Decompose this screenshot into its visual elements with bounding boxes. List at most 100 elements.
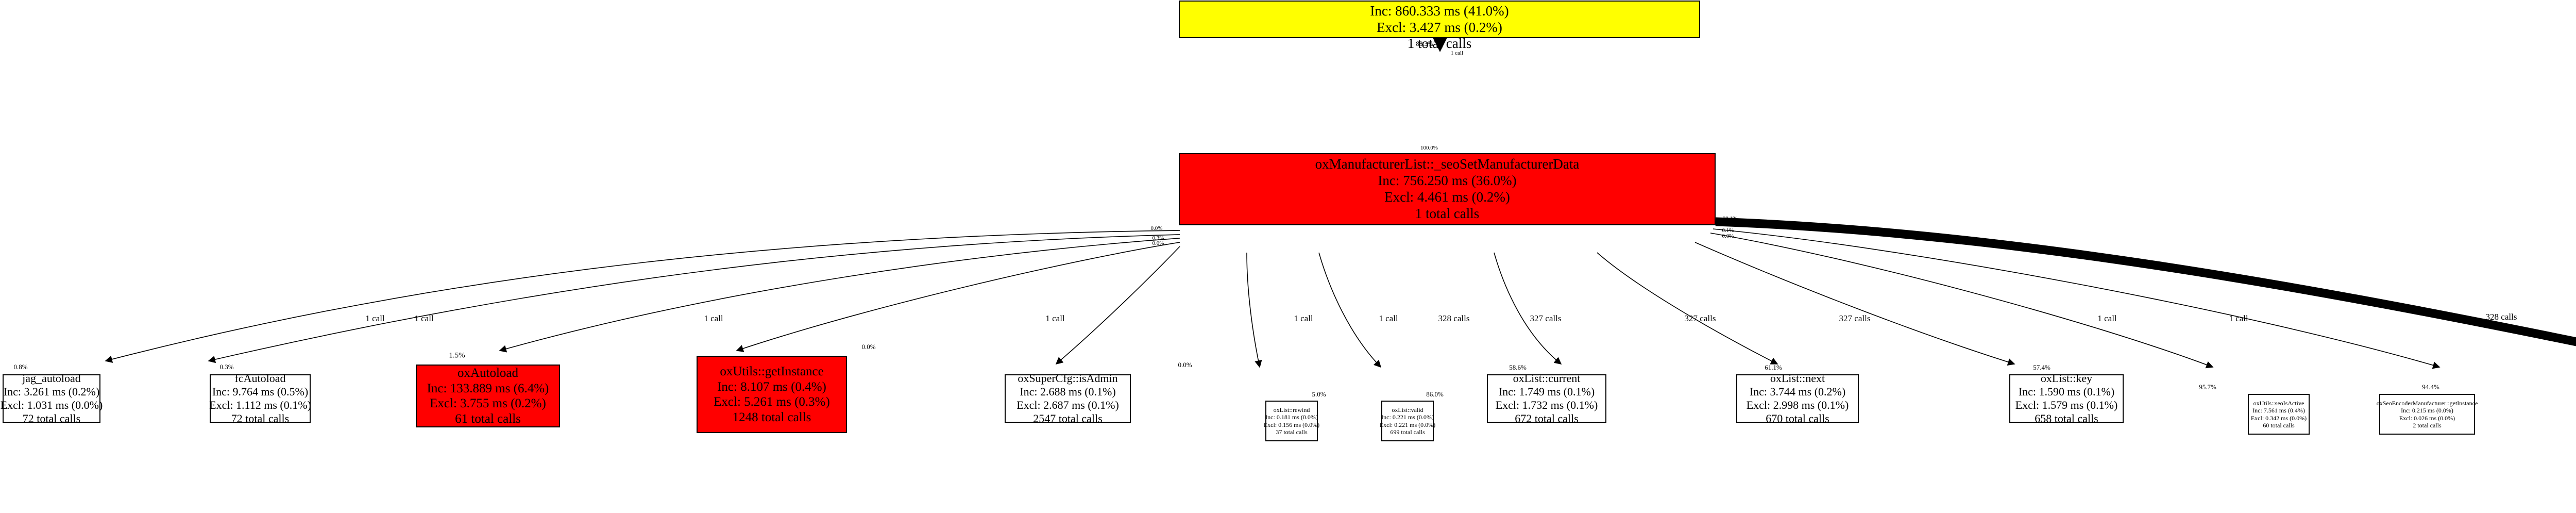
node-oxSuperCfg-isAdmin[interactable]: oxSuperCfg::isAdmin Inc: 2.688 ms (0.1%)… <box>1005 372 1131 425</box>
edge-label-pct-oxList-rewind: 5.0% <box>1312 390 1326 398</box>
node-function-name: fcAutoload <box>234 372 286 385</box>
edge-label-pct-oxSeoEncoder-getInstance: 94.4% <box>2422 383 2439 391</box>
edge-label-pct-out-5: 0.0% <box>1722 233 1734 239</box>
node-fcAutoload[interactable]: fcAutoload Inc: 9.764 ms (0.5%) Excl: 1.… <box>209 372 311 425</box>
node-exclusive: Excl: 0.221 ms (0.0%) <box>1379 421 1436 428</box>
edge-label-calls-oxList-rewind: 1 call <box>1379 313 1398 323</box>
node-exclusive: Excl: 2.687 ms (0.1%) <box>1016 399 1119 411</box>
node-inclusive: Inc: 1.590 ms (0.1%) <box>2018 385 2115 399</box>
node-oxUtils-seoIsActive[interactable]: oxUtils::seoIsActive Inc: 7.561 ms (0.4%… <box>2248 394 2310 435</box>
edge-label-calls-oxList-valid: 328 calls <box>1438 313 1470 323</box>
node-inclusive: Inc: 0.215 ms (0.0%) <box>2401 407 2453 415</box>
node-function-name: oxUtils::seoIsActive <box>2253 400 2304 407</box>
node-inclusive: Inc: 2.688 ms (0.1%) <box>1020 385 1116 399</box>
node-exclusive: Excl: 1.579 ms (0.1%) <box>2015 399 2118 411</box>
node-total-calls: 2547 total calls <box>1033 411 1103 425</box>
node-inclusive: Inc: 7.561 ms (0.4%) <box>2252 407 2305 415</box>
edge-label-calls-oxSuperCfg-isAdmin: 1 call <box>1294 313 1313 323</box>
node-inclusive: Inc: 133.889 ms (6.4%) <box>427 381 549 395</box>
edge-label-pct-fcAutoload: 0.3% <box>219 363 234 371</box>
edge-label-calls-oxList-key: 327 calls <box>1839 313 1871 323</box>
node-exclusive: Excl: 1.112 ms (0.1%) <box>209 399 311 411</box>
edge-label-calls-oxSeoEncoder-getInstance: 1 call <box>2229 313 2248 323</box>
node-oxList-rewind[interactable]: oxList::rewind Inc: 0.181 ms (0.0%) Excl… <box>1263 401 1320 441</box>
node-function-name: oxList::current <box>1513 372 1581 385</box>
edge-label-calls-oxAutoload: 1 call <box>704 313 723 323</box>
node-function-name: oxSeoEncoderManufacturer::getInstance <box>2376 400 2478 407</box>
node-function-name: oxManufacturerList::_seoSetManufacturerD… <box>1315 156 1580 172</box>
edge-label-pct-oxUtils-seoIsActive: 95.7% <box>2199 383 2216 391</box>
node-inclusive: Inc: 3.261 ms (0.2%) <box>3 385 100 399</box>
node-total-calls: 658 total calls <box>2035 411 2098 425</box>
node-inclusive: Inc: 0.221 ms (0.0%) <box>1381 413 1434 421</box>
node-function-name: oxList::next <box>1770 372 1825 385</box>
edge-label-pct-out-3: 98.1% <box>1722 216 1738 222</box>
node-total-calls: 37 total calls <box>1276 428 1308 436</box>
node-total-calls: 60 total calls <box>2263 421 2295 429</box>
edge-label-pct-jag_autoload: 0.8% <box>13 363 28 371</box>
edge-label-calls-jag_autoload: 1 call <box>365 313 385 323</box>
node-seoSetManufacturerData[interactable]: oxManufacturerList::_seoSetManufacturerD… <box>1179 153 1716 225</box>
node-oxList-key[interactable]: oxList::key Inc: 1.590 ms (0.1%) Excl: 1… <box>2009 372 2124 425</box>
node-exclusive: Excl: 5.261 ms (0.3%) <box>714 395 830 409</box>
node-exclusive: Excl: 4.461 ms (0.2%) <box>1384 189 1510 205</box>
edge-label-calls-getManufacturerUrl: 328 calls <box>2485 312 2517 322</box>
node-exclusive: Excl: 0.026 ms (0.0%) <box>2399 414 2455 422</box>
node-inclusive: Inc: 756.250 ms (36.0%) <box>1378 173 1517 189</box>
node-total-calls: 1248 total calls <box>732 410 811 424</box>
node-function-name: oxAutoload <box>457 366 519 380</box>
edge-label-pct-out-4: 0.1% <box>1722 227 1734 234</box>
node-total-calls: 670 total calls <box>1766 411 1829 425</box>
node-total-calls: 2 total calls <box>2413 421 2442 429</box>
node-oxList-current[interactable]: oxList::current Inc: 1.749 ms (0.1%) Exc… <box>1487 372 1606 425</box>
node-inclusive: Inc: 3.744 ms (0.2%) <box>1749 385 1846 399</box>
edge-label-calls-oxList-current: 327 calls <box>1530 313 1562 323</box>
edge-label-pct-oxAutoload: 1.5% <box>449 351 465 360</box>
node-exclusive: Excl: 3.755 ms (0.2%) <box>430 396 546 410</box>
edge-label-calls-fcAutoload: 1 call <box>414 313 434 323</box>
edge-label-pct-oxList-next: 61.1% <box>1765 363 1782 371</box>
node-total-calls: 72 total calls <box>231 411 290 425</box>
node-oxList-next[interactable]: oxList::next Inc: 3.744 ms (0.2%) Excl: … <box>1736 372 1859 425</box>
edge-label-pct-out-2: 0.0% <box>1152 240 1164 246</box>
node-function-name: oxSuperCfg::isAdmin <box>1018 372 1118 385</box>
node-total-calls: 699 total calls <box>1390 428 1425 436</box>
node-exclusive: Excl: 1.732 ms (0.1%) <box>1495 399 1598 411</box>
node-inclusive: Inc: 9.764 ms (0.5%) <box>212 385 309 399</box>
node-oxSeoEncoderManufacturer-getInstance[interactable]: oxSeoEncoderManufacturer::getInstance In… <box>2376 394 2478 435</box>
node-function-name: oxList::valid <box>1392 406 1423 414</box>
edge-label-calls-oxUtils-getInstance: 1 call <box>1045 313 1065 323</box>
edge-label-calls-oxUtils-seoIsActive: 1 call <box>2097 313 2117 323</box>
node-function-name: oxList::key <box>2040 372 2093 385</box>
edge-label-pct-oxList-key: 57.4% <box>2033 363 2050 371</box>
node-total-calls: 1 total calls <box>1407 36 1472 52</box>
node-exclusive: Excl: 1.031 ms (0.0%) <box>0 399 103 411</box>
edge-label-pct-oxList-current: 58.6% <box>1509 363 1527 371</box>
node-total-calls: 61 total calls <box>455 411 521 426</box>
node-exclusive: Excl: 0.342 ms (0.0%) <box>2250 414 2307 422</box>
node-total-calls: 672 total calls <box>1515 411 1579 425</box>
node-total-calls: 1 total calls <box>1415 205 1480 221</box>
node-function-name: oxUtils::getInstance <box>720 365 824 378</box>
node-exclusive: Excl: 0.156 ms (0.0%) <box>1263 421 1320 428</box>
node-inclusive: Inc: 8.107 ms (0.4%) <box>717 379 826 394</box>
node-oxUtils-getInstance[interactable]: oxUtils::getInstance Inc: 8.107 ms (0.4%… <box>697 356 847 433</box>
edge-label-calls-oxList-next: 327 calls <box>1684 313 1716 323</box>
node-function-name: jag_autoload <box>22 372 81 385</box>
node-oxAutoload[interactable]: oxAutoload Inc: 133.889 ms (6.4%) Excl: … <box>416 365 560 427</box>
node-inclusive: Inc: 0.181 ms (0.0%) <box>1265 413 1318 421</box>
node-function-name: oxList::rewind <box>1273 406 1310 414</box>
node-total-calls: 72 total calls <box>22 411 81 425</box>
edge-seoset-to-getmanufacturerurl <box>1715 217 2576 346</box>
edge-label-pct-seoset-self: 100.0% <box>1420 145 1438 151</box>
node-buildManufacturerTree[interactable]: oxManufacturerList::buildManufacturerTre… <box>1179 0 1700 51</box>
node-oxList-valid[interactable]: oxList::valid Inc: 0.221 ms (0.0%) Excl:… <box>1379 401 1436 441</box>
edge-fanout <box>105 228 2441 369</box>
node-function-name: oxManufacturerList::buildManufacturerTre… <box>1315 0 1564 3</box>
node-jag_autoload[interactable]: jag_autoload Inc: 3.261 ms (0.2%) Excl: … <box>0 372 103 425</box>
edge-label-pct-oxUtils-getInstance: 0.0% <box>861 343 876 351</box>
node-exclusive: Excl: 3.427 ms (0.2%) <box>1377 19 1502 35</box>
edge-label-pct-oxList-valid: 86.0% <box>1426 390 1444 398</box>
edge-label-pct-out-1: 0.3% <box>1152 235 1164 241</box>
